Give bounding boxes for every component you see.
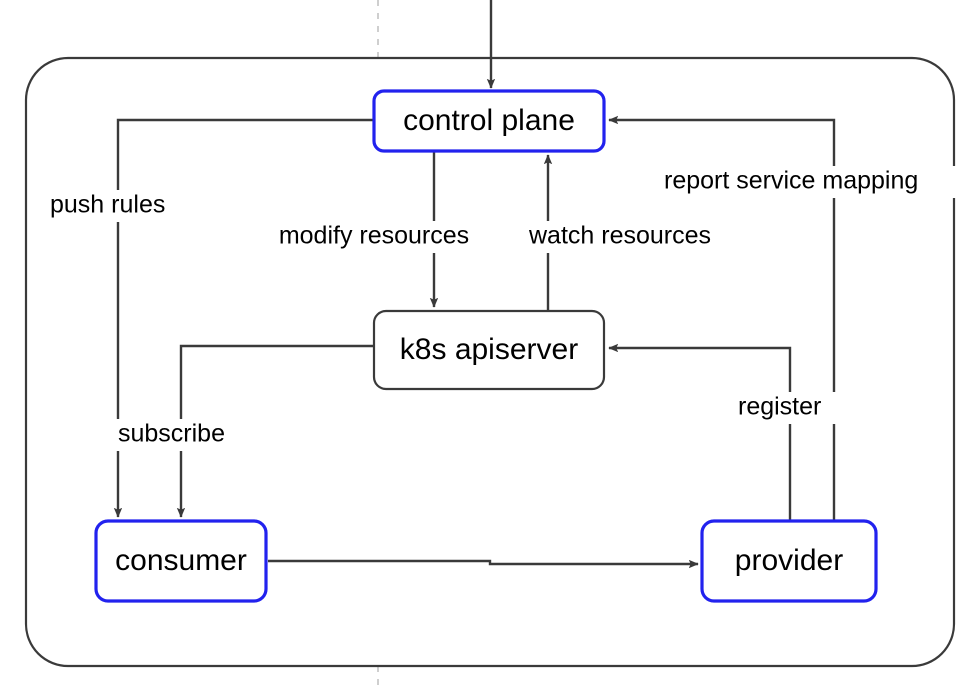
node-label-provider: provider <box>735 544 843 577</box>
node-label-k8s-apiserver: k8s apiserver <box>400 333 578 366</box>
edge-label-mask-subscribe <box>114 419 258 451</box>
edge-subscribe <box>176 344 374 518</box>
edge-label-subscribe: subscribe <box>118 420 225 448</box>
node-box-k8s-apiserver <box>372 309 606 391</box>
node-box-control-plane <box>372 89 606 153</box>
edge-label-mask-modify-resources <box>256 221 492 253</box>
node-label-consumer: consumer <box>115 544 247 577</box>
node-control-plane[interactable]: control plane <box>372 89 606 153</box>
node-box-provider <box>700 519 878 603</box>
edge-label-mask-report-service-mapping <box>660 166 976 198</box>
edge-report-service-mapping <box>608 115 836 521</box>
node-consumer[interactable]: consumer <box>94 519 268 603</box>
edge-label-register: register <box>738 393 821 421</box>
edge-label-mask-register <box>734 392 838 424</box>
node-box-consumer <box>94 519 268 603</box>
edge-label-push-rules: push rules <box>50 191 165 219</box>
node-k8s-apiserver[interactable]: k8s apiserver <box>372 309 606 391</box>
node-label-control-plane: control plane <box>403 104 575 137</box>
edge-consumer-to-provider <box>268 559 699 569</box>
edge-labels: push rules modify resources watch resource… <box>46 166 976 451</box>
edge-label-mask-push-rules <box>46 190 192 222</box>
edges <box>113 0 836 569</box>
nodes: control plane k8s apiserver consumer provid… <box>94 89 878 603</box>
edge-label-modify-resources: modify resources <box>279 222 469 250</box>
edge-register <box>608 343 792 521</box>
edge-label-mask-watch-resources <box>508 221 734 253</box>
edge-label-watch-resources: watch resources <box>528 222 711 250</box>
edge-label-report-service-mapping: report service mapping <box>664 167 918 195</box>
edge-push-rules <box>113 118 374 518</box>
node-provider[interactable]: provider <box>700 519 878 603</box>
